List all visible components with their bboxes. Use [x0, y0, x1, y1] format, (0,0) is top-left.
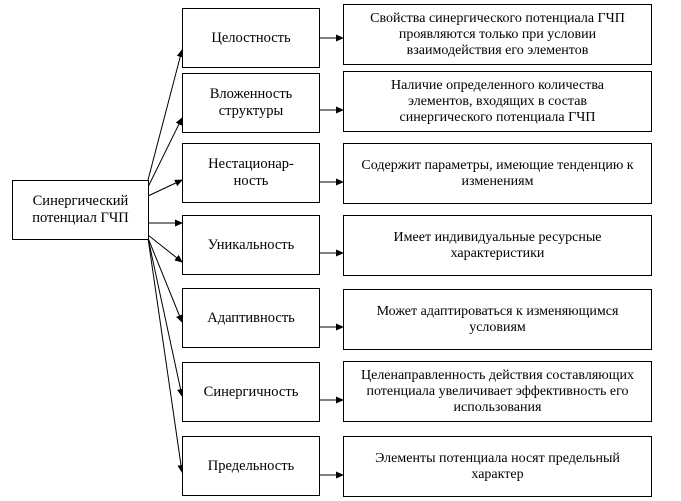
- property-label: Синергичность: [203, 383, 299, 400]
- description-node-uniqueness: Имеет индивидуальные ресурсные характери…: [343, 215, 652, 276]
- description-text: Целенаправленность действия составляющих…: [361, 367, 634, 415]
- property-node-synergy: Синергичность: [182, 362, 320, 422]
- property-label: Нестационар- ность: [208, 156, 294, 189]
- description-node-synergy: Целенаправленность действия составляющих…: [343, 361, 652, 422]
- description-node-nested-structure: Наличие определенного количества элемент…: [343, 71, 652, 132]
- description-node-non-stationarity: Содержит параметры, имеющие тенденцию к …: [343, 143, 652, 204]
- property-node-limitedness: Предельность: [182, 436, 320, 496]
- property-label: Уникальность: [207, 236, 295, 253]
- connector-arrow: [147, 237, 185, 473]
- description-text: Содержит параметры, имеющие тенденцию к …: [361, 157, 634, 189]
- property-node-nested-structure: Вложенность структуры: [182, 73, 320, 133]
- description-node-limitedness: Элементы потенциала носят предельный хар…: [343, 436, 652, 497]
- description-text: Элементы потенциала носят предельный хар…: [375, 450, 620, 482]
- connector-arrow: [147, 237, 184, 397]
- property-label: Предельность: [207, 457, 295, 474]
- description-text: Свойства синергического потенциала ГЧП п…: [370, 10, 625, 58]
- property-label: Адаптивность: [207, 309, 295, 326]
- connector-arrow: [147, 49, 184, 181]
- property-node-integrity: Целостность: [182, 8, 320, 68]
- property-node-non-stationarity: Нестационар- ность: [182, 143, 320, 203]
- connector-arrow: [147, 234, 183, 263]
- property-label: Вложенность структуры: [209, 86, 293, 119]
- property-label: Целостность: [211, 29, 291, 46]
- property-node-adaptivity: Адаптивность: [182, 288, 320, 348]
- description-text: Может адаптироваться к изменяющимся усло…: [376, 303, 619, 335]
- description-text: Имеет индивидуальные ресурсные характери…: [393, 229, 602, 261]
- source-node-synergistic-potential: Синергический потенциал ГЧП: [12, 180, 149, 240]
- connector-arrow: [147, 179, 183, 197]
- description-node-integrity: Свойства синергического потенциала ГЧП п…: [343, 4, 652, 65]
- description-text: Наличие определенного количества элемент…: [390, 77, 605, 125]
- property-node-uniqueness: Уникальность: [182, 215, 320, 275]
- connector-arrow: [147, 237, 183, 323]
- connector-arrow: [147, 117, 183, 188]
- source-node-label: Синергический потенциал ГЧП: [32, 193, 129, 226]
- description-node-adaptivity: Может адаптироваться к изменяющимся усло…: [343, 289, 652, 350]
